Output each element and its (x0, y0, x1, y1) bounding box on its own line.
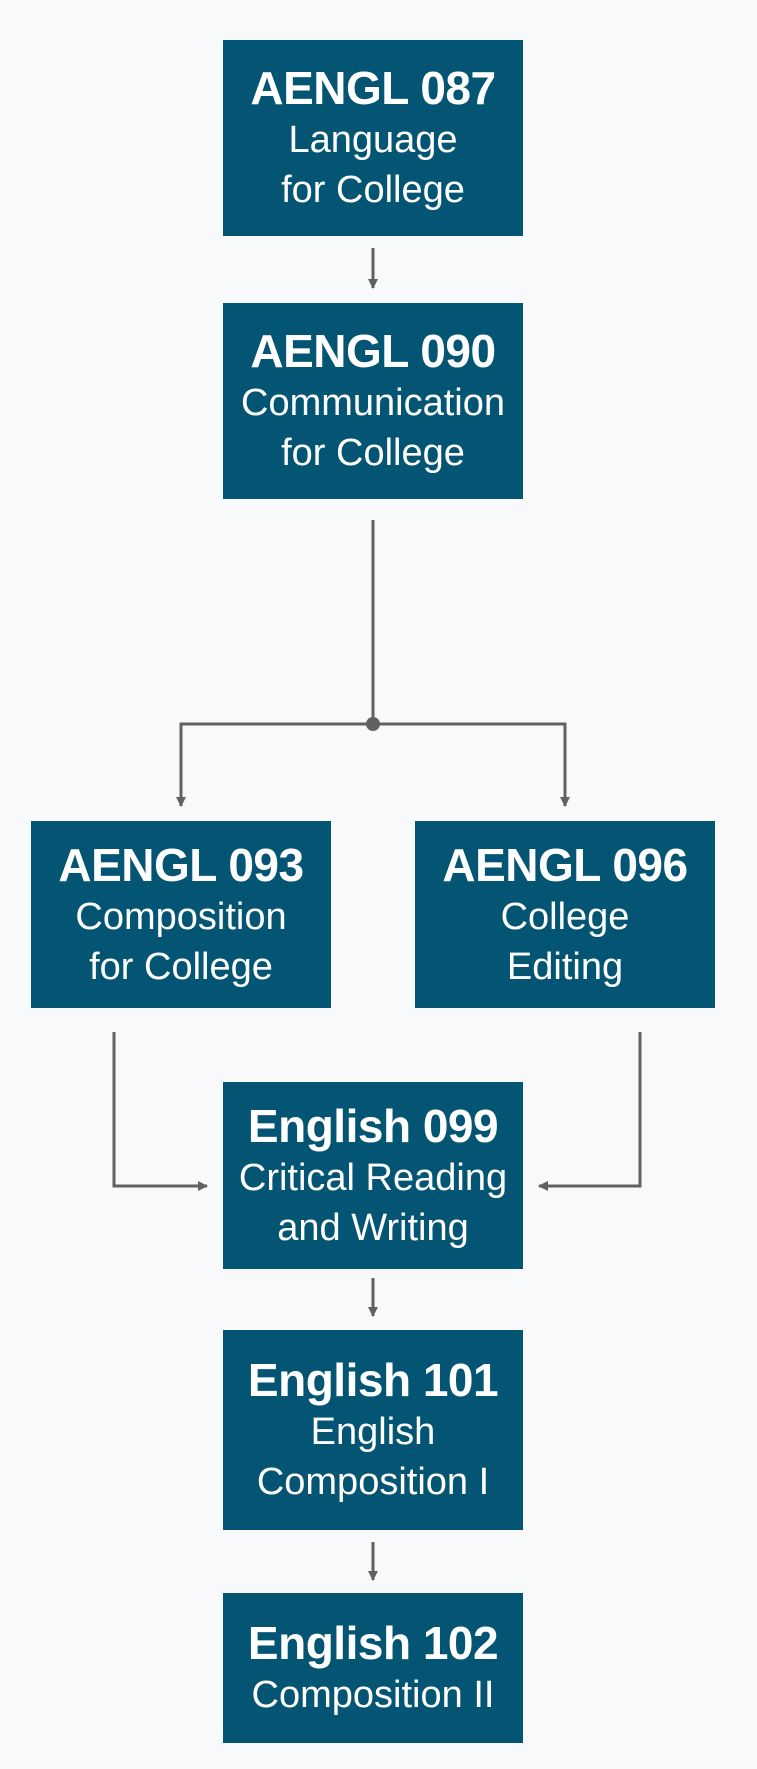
arrow-aengl090-to-aengl093 (176, 520, 375, 807)
course-title-line: for College (281, 432, 465, 474)
course-title-line: Editing (506, 945, 624, 988)
course-code: AENGL 090 (250, 325, 496, 377)
course-node-english-102: English 102 Composition II (223, 1593, 523, 1743)
course-title-line: Language (288, 119, 458, 161)
course-title-line: Composition (75, 895, 287, 938)
course-node-aengl-093: AENGL 093 Composition for College (31, 821, 331, 1008)
course-code: AENGL 093 (58, 838, 304, 891)
course-title-line: and Writing (277, 1206, 469, 1249)
course-node-aengl-090: AENGL 090 Communication for College (223, 303, 523, 499)
course-code: English 101 (247, 1354, 499, 1406)
course-node-aengl-096: AENGL 096 College Editing (415, 821, 715, 1008)
arrow-aengl096-to-engl099 (538, 1032, 642, 1191)
course-title: English Composition I (257, 1407, 489, 1507)
arrow-aengl090-to-aengl096 (373, 722, 570, 807)
course-title: Communication for College (241, 378, 505, 478)
course-title-line: Critical Reading (238, 1156, 508, 1199)
arrow-aengl093-to-engl099 (112, 1032, 208, 1191)
course-code: AENGL 096 (442, 838, 688, 891)
course-title-line: Communication (241, 382, 505, 424)
course-title: College Editing (501, 892, 630, 992)
course-title-line: English (310, 1411, 436, 1453)
branch-junction-dot (366, 717, 380, 731)
course-title: Composition for College (75, 892, 286, 992)
course-title-line: College (500, 895, 630, 938)
course-node-aengl-087: AENGL 087 Language for College (223, 40, 523, 236)
course-code: English 102 (247, 1617, 499, 1669)
course-title: Critical Reading and Writing (239, 1153, 507, 1253)
course-code: English 099 (247, 1099, 499, 1152)
course-node-english-101: English 101 English Composition I (223, 1330, 523, 1530)
course-title: Language for College (281, 115, 465, 215)
course-title-line: for College (281, 169, 465, 211)
course-code: AENGL 087 (250, 62, 496, 114)
course-title-line: for College (89, 945, 273, 988)
course-title: Composition II (252, 1670, 495, 1720)
course-title-line: Composition II (251, 1674, 495, 1716)
course-title-line: Composition I (256, 1461, 490, 1503)
course-node-english-099: English 099 Critical Reading and Writing (223, 1082, 523, 1269)
